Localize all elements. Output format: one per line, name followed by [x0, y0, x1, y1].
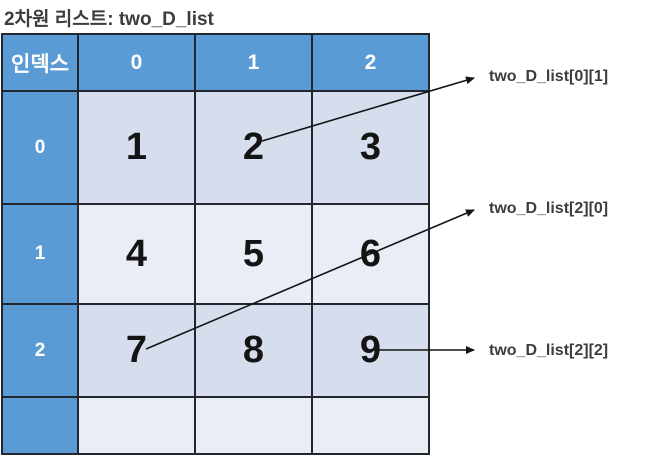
cell-r2-c1: 8: [196, 305, 311, 396]
cell-r2-c2: 9: [313, 305, 428, 396]
cell-r3-c2-partial: [313, 398, 428, 453]
diagram-title: 2차원 리스트: two_D_list: [4, 9, 214, 30]
header-col-2: 2: [313, 35, 428, 90]
header-col-0: 0: [79, 35, 194, 90]
cell-r0-c1: 2: [196, 92, 311, 203]
header-index-label: 인덱스: [3, 35, 77, 90]
row-1-index: 1: [3, 205, 77, 303]
two-d-list-table: 인덱스 0 1 2 0 1 2 3 1 4 5 6 2 7 8 9: [1, 33, 430, 455]
cell-r0-c0: 1: [79, 92, 194, 203]
cell-r3-c1-partial: [196, 398, 311, 453]
cell-r1-c2: 6: [313, 205, 428, 303]
cell-r3-c0-partial: [79, 398, 194, 453]
cell-r2-c0: 7: [79, 305, 194, 396]
cell-r1-c1: 5: [196, 205, 311, 303]
cell-r1-c0: 4: [79, 205, 194, 303]
callout-label-0-1: two_D_list[0][1]: [489, 68, 609, 85]
header-col-1: 1: [196, 35, 311, 90]
diagram-canvas: { "title": "2차원 리스트: two_D_list", "table…: [1, 9, 609, 455]
cell-r0-c2: 3: [313, 92, 428, 203]
row-3-index-partial: [3, 398, 77, 453]
callout-label-2-2: two_D_list[2][2]: [489, 342, 609, 359]
callout-label-2-0: two_D_list[2][0]: [489, 200, 609, 217]
row-0-index: 0: [3, 92, 77, 203]
row-2-index: 2: [3, 305, 77, 396]
